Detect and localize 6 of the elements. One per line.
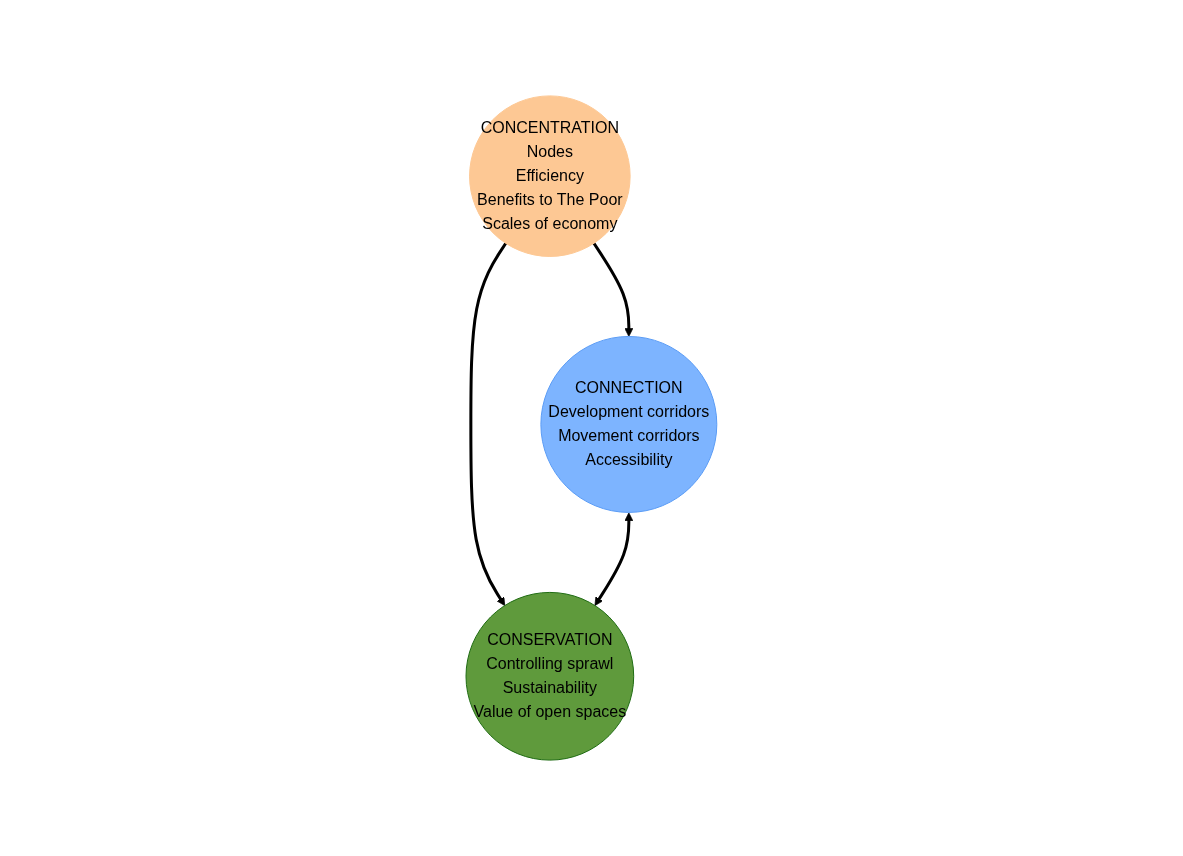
node-circle: CONNECTION Development corridors Movement corridors Accessibility [540,335,718,513]
arrow [592,242,634,337]
node-circle: CONCENTRATION Nodes Efficiency Benefits to The Poor Scales of economy [469,95,631,257]
arrow [469,242,508,606]
node-circle: CONSERVATION Controlling sprawl Sustainability Value of open spaces [465,591,635,761]
arrow [594,512,634,606]
